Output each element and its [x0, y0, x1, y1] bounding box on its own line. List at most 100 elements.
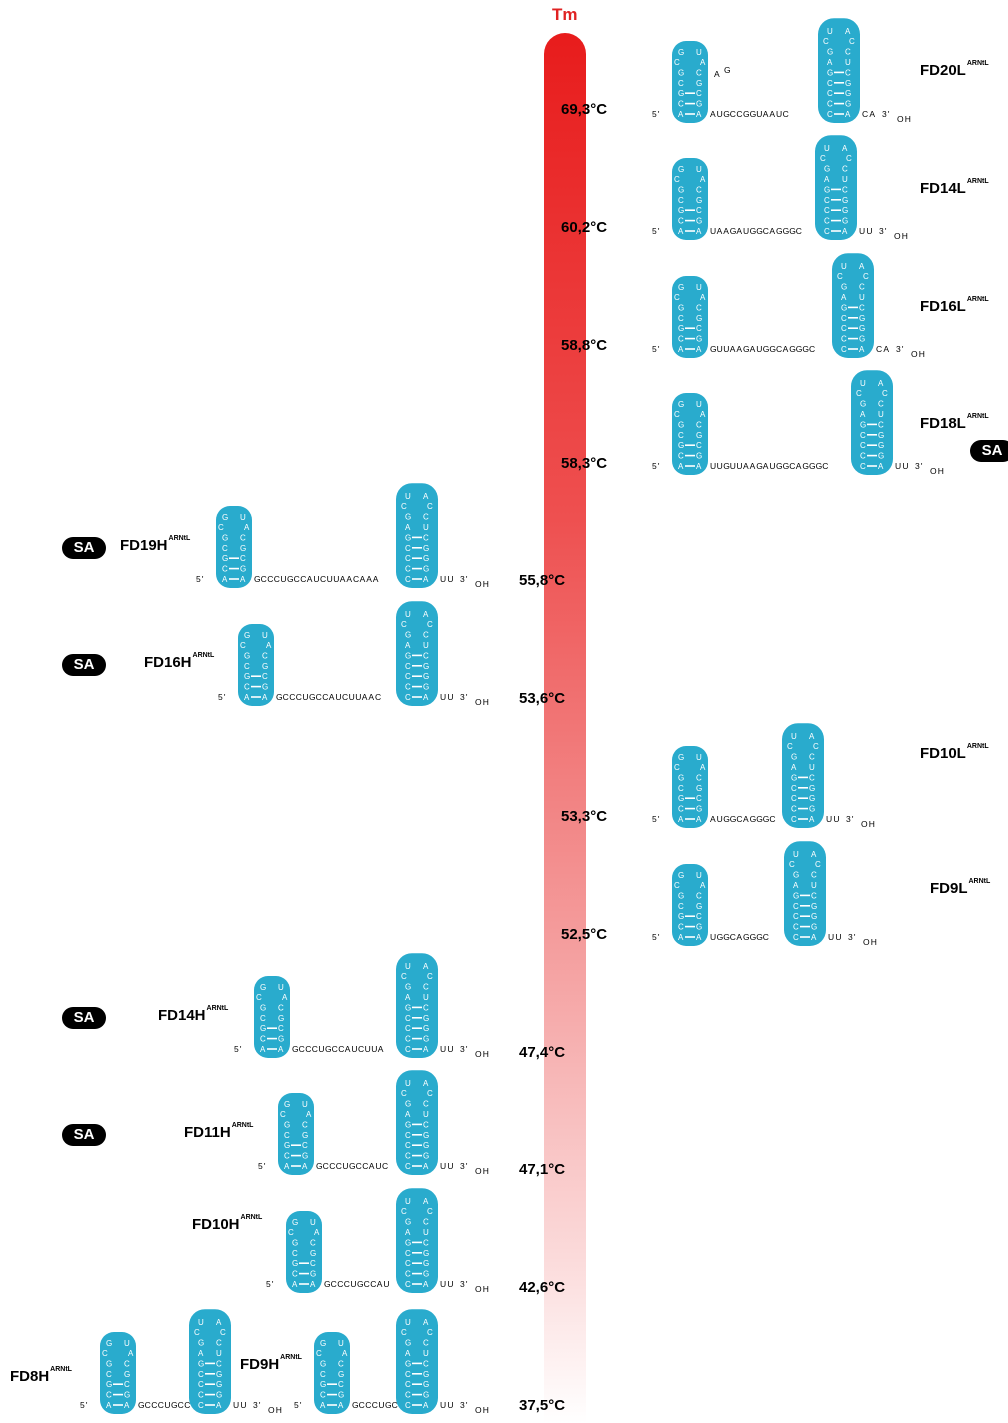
- nucleotide: G: [423, 1141, 429, 1150]
- nucleotide: U: [859, 293, 865, 302]
- nucleotide: A: [405, 993, 411, 1002]
- sa-badge: SA: [62, 1007, 106, 1029]
- nucleotide: G: [750, 109, 758, 119]
- nucleotide: C: [240, 533, 246, 542]
- nucleotide: A: [405, 523, 411, 532]
- nucleotide: U: [723, 344, 730, 354]
- hairpin-shape: [396, 1309, 438, 1414]
- nucleotide: C: [674, 763, 680, 772]
- construct-sup: ARNtL: [966, 743, 989, 750]
- nucleotide: C: [809, 344, 816, 354]
- nucleotide: C: [730, 109, 737, 119]
- nucleotide: G: [811, 923, 817, 932]
- nucleotide: G: [816, 461, 824, 471]
- three-prime-end: 3': [460, 1279, 469, 1289]
- nucleotide: G: [763, 344, 771, 354]
- nucleotide: A: [717, 226, 724, 236]
- nucleotide: G: [743, 344, 751, 354]
- nucleotide: G: [222, 554, 228, 563]
- nucleotide: G: [730, 226, 738, 236]
- hairpin-shape: [672, 746, 708, 828]
- nucleotide: C: [809, 773, 815, 782]
- nucleotide: G: [254, 574, 262, 584]
- nucleotide: G: [292, 1044, 300, 1054]
- nucleotide: C: [338, 1380, 344, 1389]
- nucleotide: C: [423, 1238, 429, 1247]
- construct-name: FD14H: [158, 1007, 206, 1024]
- nucleotide: A: [260, 1045, 266, 1054]
- nucleotide: A: [809, 732, 815, 741]
- nucleotide: G: [260, 983, 266, 992]
- nucleotide: A: [678, 462, 684, 471]
- nucleotide: C: [102, 1349, 108, 1358]
- nucleotide: A: [373, 574, 380, 584]
- nucleotide: A: [678, 110, 684, 119]
- nucleotide: C: [827, 89, 833, 98]
- nucleotide: G: [723, 461, 731, 471]
- nucleotide: C: [674, 175, 680, 184]
- nucleotide: C: [401, 1089, 407, 1098]
- nucleotide: A: [306, 1110, 312, 1119]
- nucleotide: A: [783, 344, 790, 354]
- oh-subscript: OH: [475, 1405, 490, 1415]
- tail-sequence: UU: [826, 814, 841, 824]
- nucleotide: U: [860, 379, 866, 388]
- nucleotide: G: [743, 932, 751, 942]
- nucleotide: C: [796, 226, 803, 236]
- nucleotide: C: [427, 1089, 433, 1098]
- nucleotide: G: [198, 1339, 204, 1348]
- nucleotide: G: [423, 662, 429, 671]
- nucleotide: C: [696, 773, 702, 782]
- nucleotide: A: [216, 1318, 222, 1327]
- nucleotide: C: [288, 1228, 294, 1237]
- nucleotide: C: [194, 1328, 200, 1337]
- nucleotide: C: [405, 1401, 411, 1410]
- nucleotide: C: [882, 389, 888, 398]
- nucleotide: G: [678, 324, 684, 333]
- nucleotide: G: [423, 1014, 429, 1023]
- nucleotide: A: [700, 175, 706, 184]
- nucleotide: G: [743, 109, 751, 119]
- nucleotide: G: [696, 314, 702, 323]
- nucleotide: A: [859, 262, 865, 271]
- nucleotide: C: [405, 1370, 411, 1379]
- nucleotide: G: [878, 452, 884, 461]
- nucleotide: U: [405, 1318, 411, 1327]
- nucleotide: C: [793, 912, 799, 921]
- nucleotide: C: [292, 1249, 298, 1258]
- nucleotide: A: [310, 1280, 316, 1289]
- nucleotide: C: [260, 1035, 266, 1044]
- nucleotide: A: [362, 692, 369, 702]
- nucleotide: G: [724, 65, 732, 75]
- nucleotide: A: [320, 1401, 326, 1410]
- construct-sup: ARNtL: [231, 1122, 254, 1129]
- nucleotide: G: [106, 1339, 112, 1348]
- nucleotide: G: [776, 461, 784, 471]
- nucleotide: G: [423, 1152, 429, 1161]
- hairpin-shape: [100, 1332, 136, 1414]
- nucleotide: U: [310, 1218, 316, 1227]
- nucleotide: U: [262, 631, 268, 640]
- three-prime-end: 3': [253, 1400, 262, 1410]
- nucleotide: G: [678, 165, 684, 174]
- nucleotide: G: [696, 335, 702, 344]
- nucleotide: G: [352, 1400, 360, 1410]
- nucleotide: C: [827, 100, 833, 109]
- hairpin-shape: [254, 976, 290, 1058]
- nucleotide: A: [222, 575, 228, 584]
- nucleotide: C: [787, 742, 793, 751]
- nucleotide: C: [824, 217, 830, 226]
- hairpin-shape: [851, 370, 893, 475]
- nucleotide: U: [845, 58, 851, 67]
- nucleotide: G: [278, 1035, 284, 1044]
- three-prime-end: 3': [460, 574, 469, 584]
- nucleotide: C: [218, 523, 224, 532]
- tm-value: 47,1°C: [519, 1161, 566, 1178]
- nucleotide: C: [827, 110, 833, 119]
- tm-value: 53,3°C: [561, 808, 608, 825]
- construct-sup: ARNtL: [240, 1214, 263, 1221]
